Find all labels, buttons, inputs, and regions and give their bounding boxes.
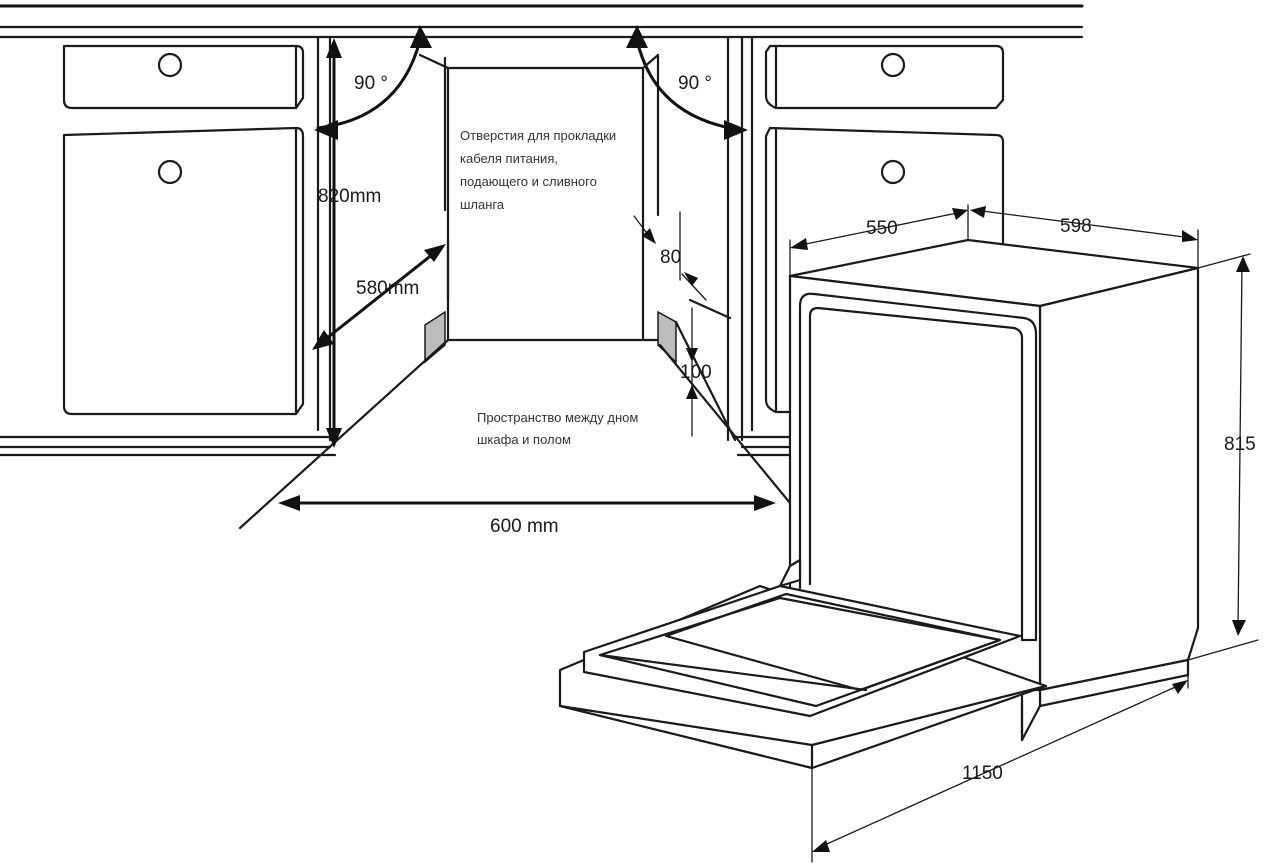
dim-550-label: 550 [866,218,898,239]
gap-100-dimension [686,307,698,437]
width-600-label: 600 mm [490,516,559,537]
countertop [0,4,1084,39]
holes-note-line-4: шланга [460,197,505,212]
door-knob [157,159,183,185]
door-knob [880,159,906,185]
holes-note-line-3: подающего и сливного [460,174,597,189]
drawer-knob [157,52,183,78]
depth-580-dimension [312,244,446,350]
dim-1150 [811,674,1189,863]
dim-550 [789,204,969,277]
height-820-dimension [326,38,342,448]
dishwasher [558,238,1200,770]
height-820-label: 820mm [318,186,381,207]
space-note-line-2: шкафа и полом [477,432,571,447]
depth-580-label: 580mm [356,278,419,299]
niche [238,53,792,530]
angle-left [314,25,432,140]
gap-100-label: 100 [680,362,712,383]
angle-left-label: 90 ° [354,73,388,94]
holes-note-line-1: Отверстия для прокладки [460,128,616,143]
angle-right-label: 90 ° [678,73,712,94]
dim-598 [970,206,1199,269]
left-plinth-panel [424,310,446,364]
dim-598-label: 598 [1060,216,1092,237]
dim-1150-label: 1150 [962,763,1003,784]
width-600-dimension [278,495,776,511]
hole-80-dimension [633,211,707,301]
dim-815 [1187,253,1259,661]
hole-80-label: 80 [660,247,681,268]
angle-right [626,25,748,140]
dim-815-label: 815 [1224,434,1256,455]
space-note-line-1: Пространство между дном [477,410,638,425]
drawer-knob [880,52,906,78]
right-plinth-panel [657,310,677,364]
left-cabinet [0,35,337,457]
holes-note-line-2: кабеля питания, [460,151,558,166]
